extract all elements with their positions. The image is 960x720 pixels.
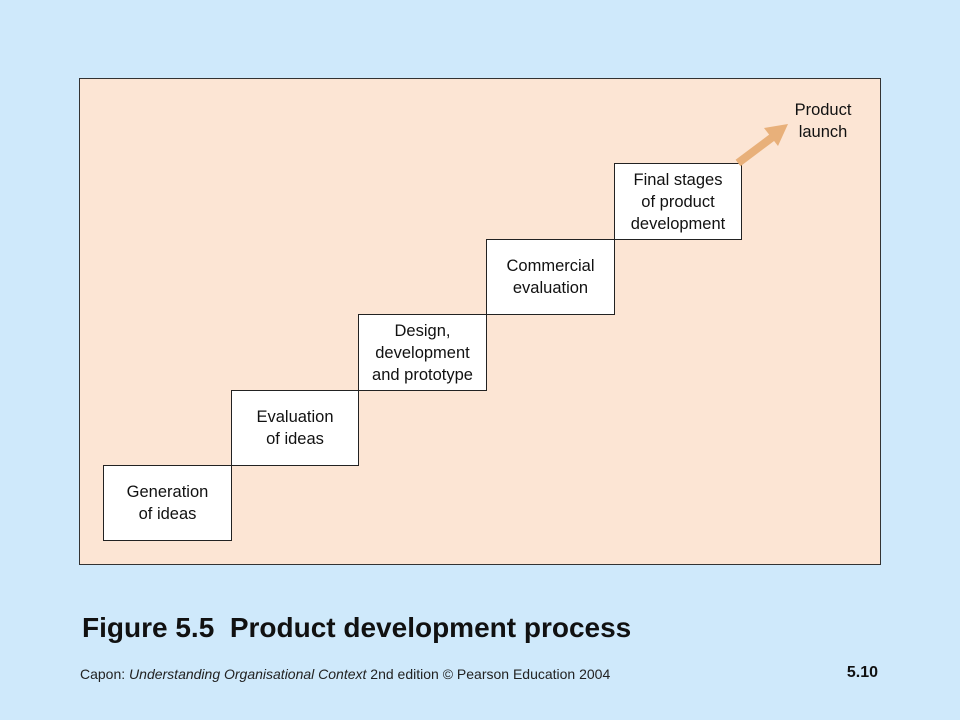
step-evaluation-of-ideas: Evaluation of ideas [231,390,359,466]
step-commercial-evaluation: Commercial evaluation [486,239,615,315]
product-launch-label: Product launch [794,101,852,141]
step-label: Final stages of product development [630,170,726,233]
step-label: Commercial evaluation [506,257,595,297]
step-design-development-prototype: Design, development and prototype [358,314,487,391]
step-label: Generation of ideas [126,483,209,523]
footer-book-title: Understanding Organisational Context [129,666,367,682]
figure-caption: Figure 5.5 Product development process [82,612,632,643]
step-label: Design, development and prototype [372,321,473,384]
step-label: Evaluation of ideas [256,408,334,448]
footer-author: Capon: [80,666,130,682]
step-final-stages: Final stages of product development [614,163,742,240]
launch-arrow-icon [735,124,788,167]
step-generation-of-ideas: Generation of ideas [103,465,232,541]
page-number: 5.10 [846,664,878,681]
footer-edition: 2nd edition © Pearson Education 2004 [366,666,611,682]
footer-citation: Capon: Understanding Organisational Cont… [80,666,610,682]
